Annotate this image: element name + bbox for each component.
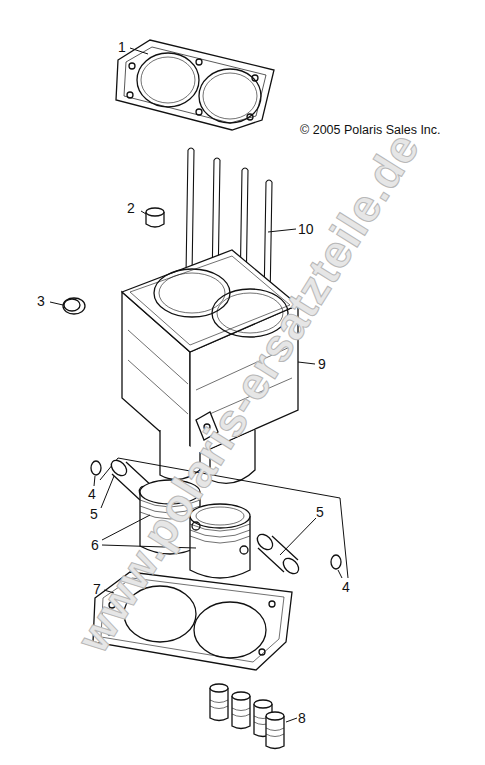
callout-number: 2 bbox=[127, 201, 135, 215]
callout-number: 5 bbox=[316, 505, 324, 519]
head-gasket bbox=[116, 40, 274, 130]
callout-number: 3 bbox=[37, 294, 45, 308]
callout-number: 4 bbox=[342, 580, 350, 594]
circlip bbox=[331, 555, 341, 569]
callout-number: 10 bbox=[298, 222, 314, 236]
callout-number: 8 bbox=[298, 711, 306, 725]
callout-number: 7 bbox=[93, 582, 101, 596]
callout-number: 1 bbox=[118, 40, 126, 54]
dowel-pins bbox=[210, 684, 284, 749]
copyright-note: © 2005 Polaris Sales Inc. bbox=[300, 124, 441, 137]
callout-number: 5 bbox=[90, 507, 98, 521]
circlip bbox=[91, 461, 101, 475]
callout-number: 9 bbox=[318, 357, 326, 371]
callout-number: 4 bbox=[88, 487, 96, 501]
plug bbox=[63, 298, 85, 314]
callout-number: 6 bbox=[91, 538, 99, 552]
